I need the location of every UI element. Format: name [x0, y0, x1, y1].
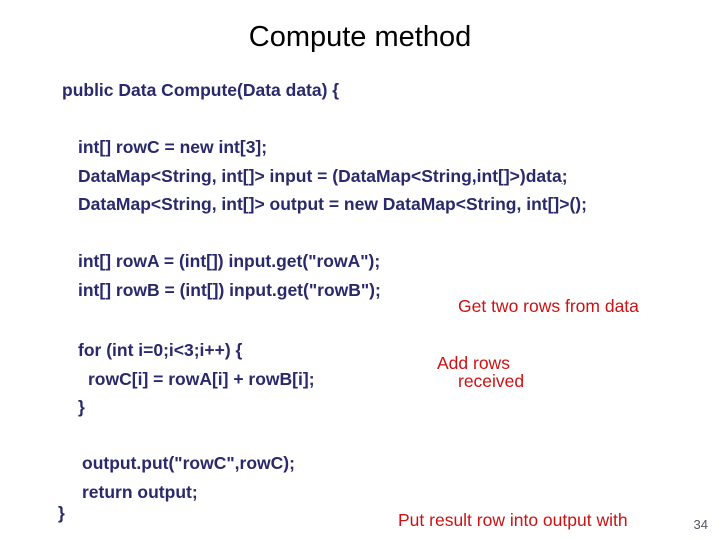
code-line-return: return output; — [82, 481, 198, 502]
annotation-put-result: Put result row into output with key to b… — [398, 458, 628, 540]
code-get-rows-block: int[] rowA = (int[]) input.get("rowA"); … — [78, 247, 381, 304]
annotation-get-rows-line2: received — [458, 371, 525, 391]
code-line-get-rowb: int[] rowB = (int[]) input.get("rowB"); — [78, 279, 381, 300]
code-method-signature: public Data Compute(Data data) { — [62, 80, 340, 100]
code-for-loop-block: for (int i=0;i<3;i++) { rowC[i] = rowA[i… — [78, 336, 315, 422]
code-line-input-decl: DataMap<String, int[]> input = (DataMap<… — [78, 162, 587, 191]
annotation-put-result-line1: Put result row into output with — [398, 510, 628, 530]
slide-page-number: 34 — [693, 517, 708, 532]
code-line-for-open: for (int i=0;i<3;i++) { — [78, 340, 243, 360]
annotation-get-rows: Get two rows from data received — [458, 244, 639, 444]
annotation-add-rows: Add rows — [437, 353, 510, 373]
code-line-get-rowa: int[] rowA = (int[]) input.get("rowA"); — [78, 251, 381, 271]
slide-title: Compute method — [248, 21, 472, 53]
code-line-input-decl-semicolon: ; — [561, 165, 568, 186]
annotation-get-rows-line1: Get two rows from data — [458, 296, 639, 316]
code-output-block: output.put("rowC",rowC); return output; — [82, 449, 295, 506]
code-line-output-decl: DataMap<String, int[]> output = new Data… — [78, 194, 587, 214]
code-method-close-brace: } — [58, 503, 65, 523]
code-line-for-body: rowC[i] = rowA[i] + rowB[i]; — [88, 368, 315, 389]
code-line-rowc-decl: int[] rowC = new int[3]; — [78, 137, 268, 157]
code-line-put: output.put("rowC",rowC); — [82, 453, 295, 473]
code-line-for-close: } — [78, 397, 85, 417]
code-line-input-decl-main: DataMap<String, int[]> input = (DataMap<… — [78, 165, 562, 186]
code-declarations-block: int[] rowC = new int[3]; DataMap<String,… — [78, 133, 587, 219]
